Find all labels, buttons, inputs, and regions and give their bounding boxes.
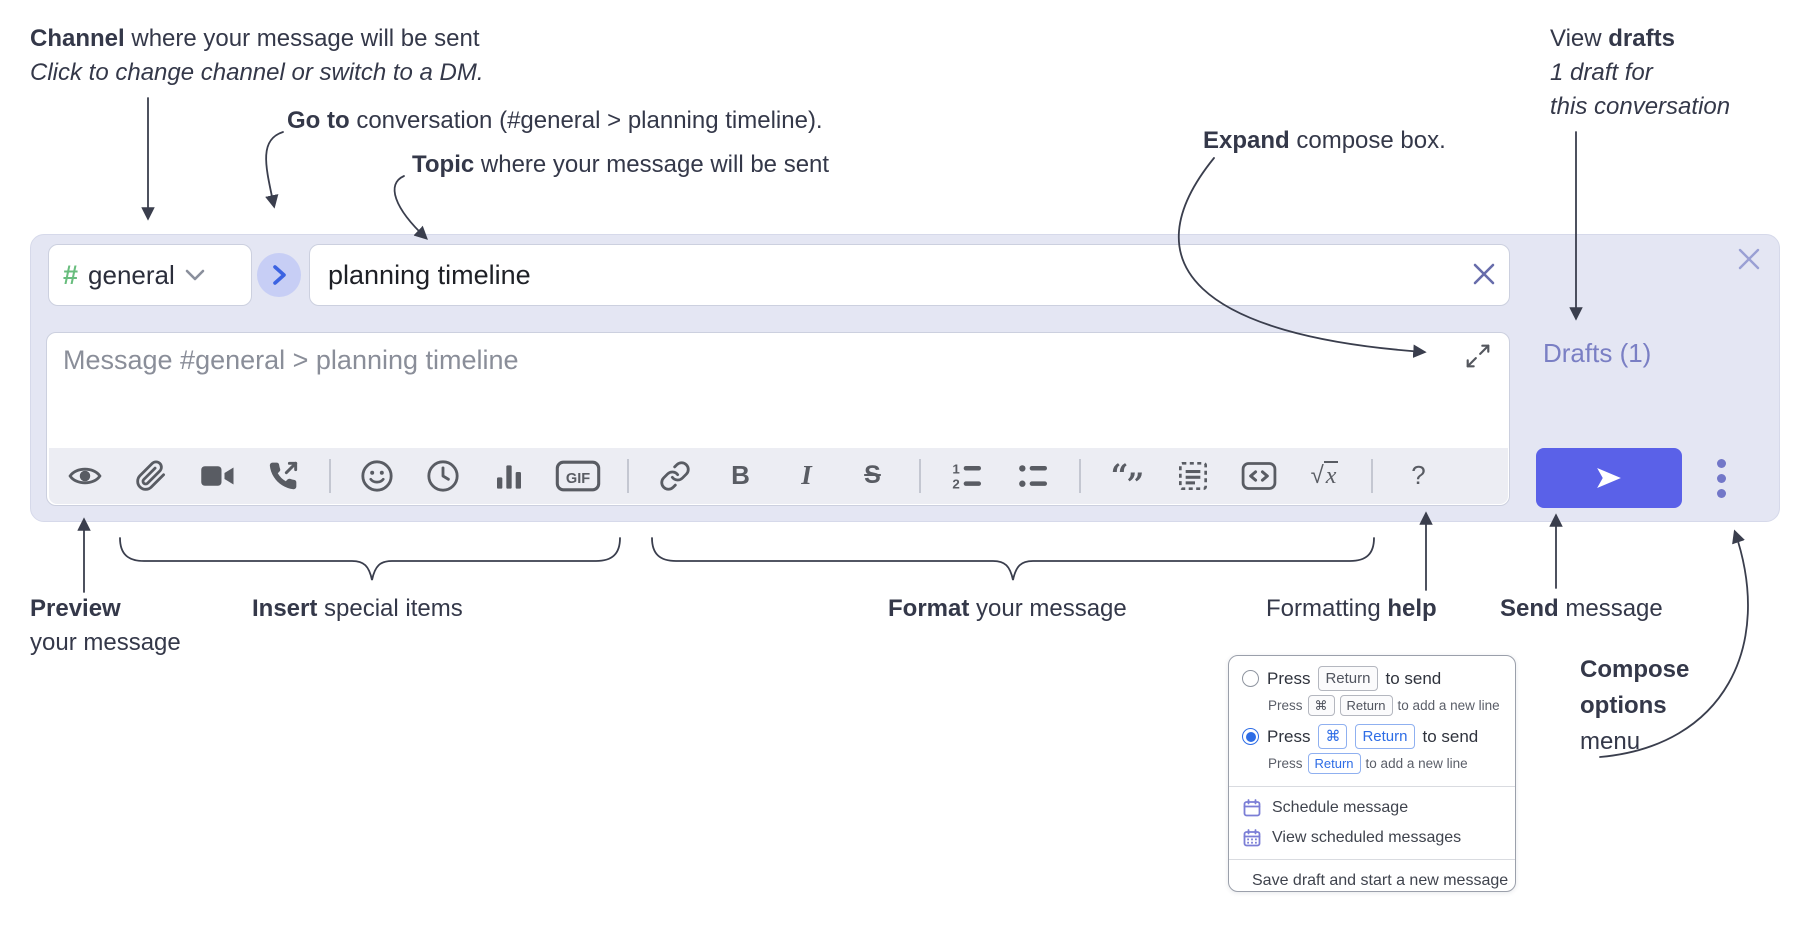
svg-text:GIF: GIF	[565, 470, 589, 486]
annotation-preview: Preview your message	[30, 595, 181, 656]
bulleted-list-icon[interactable]	[1013, 456, 1053, 496]
strikethrough-icon[interactable]: S	[864, 461, 881, 489]
menu-item-view-scheduled[interactable]: View scheduled messages	[1229, 823, 1515, 853]
annotation-insert: Insert special items	[252, 595, 463, 622]
annotation-channel: Channel where your message will be sent …	[30, 22, 484, 90]
message-compose-area: GIF B I S 1 2	[46, 332, 1510, 506]
annotation-channel-bold: Channel	[30, 25, 125, 52]
send-button[interactable]	[1536, 448, 1682, 508]
annotation-topic: Topic where your message will be sent	[412, 151, 830, 178]
annotation-goto: Go to conversation (#general > planning …	[287, 107, 823, 134]
preview-eye-icon[interactable]	[65, 456, 105, 496]
option-cmd-return-subtext: Press Return to add a new line	[1229, 751, 1515, 780]
video-call-icon[interactable]	[197, 456, 237, 496]
popup-divider	[1229, 786, 1515, 787]
ellipsis-dot	[1716, 473, 1726, 483]
code-icon[interactable]	[1239, 456, 1279, 496]
ellipsis-dot	[1716, 488, 1726, 498]
toolbar-divider	[1078, 458, 1081, 493]
gif-icon[interactable]: GIF	[555, 456, 601, 496]
spoiler-icon[interactable]	[1173, 456, 1213, 496]
emoji-icon[interactable]	[357, 456, 397, 496]
option-return-subtext: Press ⌘ Return to add a new line	[1229, 693, 1515, 722]
key-return: Return	[1307, 753, 1361, 774]
chevron-right-icon	[273, 265, 286, 285]
option-cmd-return-to-send[interactable]: Press ⌘ Return to send	[1229, 722, 1515, 751]
key-return: Return	[1355, 724, 1415, 749]
ellipsis-dot	[1716, 458, 1726, 468]
drafts-link[interactable]: Drafts (1)	[1543, 338, 1652, 368]
compose-options-popup: Press Return to send Press ⌘ Return to a…	[1228, 655, 1516, 892]
annotation-channel-rest: where your message will be sent	[124, 25, 480, 52]
go-to-conversation-button[interactable]	[257, 253, 301, 297]
menu-item-schedule-message[interactable]: Schedule message	[1229, 793, 1515, 823]
poll-chart-icon[interactable]	[489, 456, 529, 496]
close-compose-button[interactable]	[1734, 244, 1764, 274]
clear-topic-button[interactable]	[1468, 258, 1500, 290]
calendar-grid-icon	[1243, 829, 1261, 847]
key-return: Return	[1339, 695, 1393, 716]
close-icon	[1738, 248, 1760, 270]
toolbar-divider	[626, 458, 629, 493]
radio-selected[interactable]	[1242, 728, 1259, 745]
toolbar-divider	[1370, 458, 1373, 493]
option-return-to-send[interactable]: Press Return to send	[1229, 664, 1515, 693]
italic-icon[interactable]: I	[801, 460, 812, 490]
numbered-list-icon[interactable]: 1 2	[947, 456, 987, 496]
annotation-channel-sub: Click to change channel or switch to a D…	[30, 59, 484, 86]
key-cmd: ⌘	[1307, 695, 1335, 716]
formatting-help-icon[interactable]: ?	[1411, 460, 1426, 490]
format-brace	[651, 537, 1375, 581]
calendar-icon	[1243, 799, 1261, 817]
menu-item-save-draft[interactable]: Save draft and start a new message	[1229, 866, 1515, 896]
popup-divider	[1229, 859, 1515, 860]
channel-name: general	[88, 259, 175, 290]
voice-call-icon[interactable]	[263, 456, 303, 496]
toolbar-divider	[328, 458, 331, 493]
compose-toolbar: GIF B I S 1 2	[48, 447, 1508, 504]
math-icon[interactable]: √x	[1310, 461, 1339, 489]
insert-brace	[119, 537, 621, 581]
annotation-view-drafts: View drafts 1 draft for this conversatio…	[1550, 25, 1731, 120]
expand-compose-icon[interactable]	[1465, 343, 1491, 369]
topic-arrow	[393, 175, 428, 240]
annotation-expand: Expand compose box.	[1203, 127, 1446, 154]
attach-paperclip-icon[interactable]	[131, 456, 171, 496]
channel-selector[interactable]: # general	[48, 244, 252, 306]
send-plane-icon	[1597, 468, 1621, 488]
topic-input[interactable]	[309, 244, 1510, 306]
compose-options-menu-button[interactable]	[1712, 451, 1730, 505]
annotation-formatting-help: Formatting help	[1266, 595, 1437, 622]
global-time-clock-icon[interactable]	[423, 456, 463, 496]
annotation-compose-options: Compose options menu	[1580, 656, 1690, 755]
annotation-send: Send message	[1500, 595, 1663, 622]
chevron-down-icon	[185, 269, 205, 281]
goto-arrow	[265, 131, 284, 209]
bold-icon[interactable]: B	[731, 460, 750, 490]
annotation-format: Format your message	[888, 595, 1127, 622]
svg-text:2: 2	[952, 476, 959, 491]
svg-text:1: 1	[952, 461, 960, 476]
key-return: Return	[1318, 666, 1378, 691]
radio-unselected[interactable]	[1242, 670, 1259, 687]
message-textarea[interactable]	[47, 333, 1509, 443]
close-icon	[1473, 263, 1495, 285]
toolbar-divider	[918, 458, 921, 493]
key-cmd: ⌘	[1318, 724, 1348, 749]
channel-hash-icon: #	[63, 259, 79, 290]
link-icon[interactable]	[655, 456, 695, 496]
quote-icon[interactable]: “”	[1110, 457, 1145, 503]
